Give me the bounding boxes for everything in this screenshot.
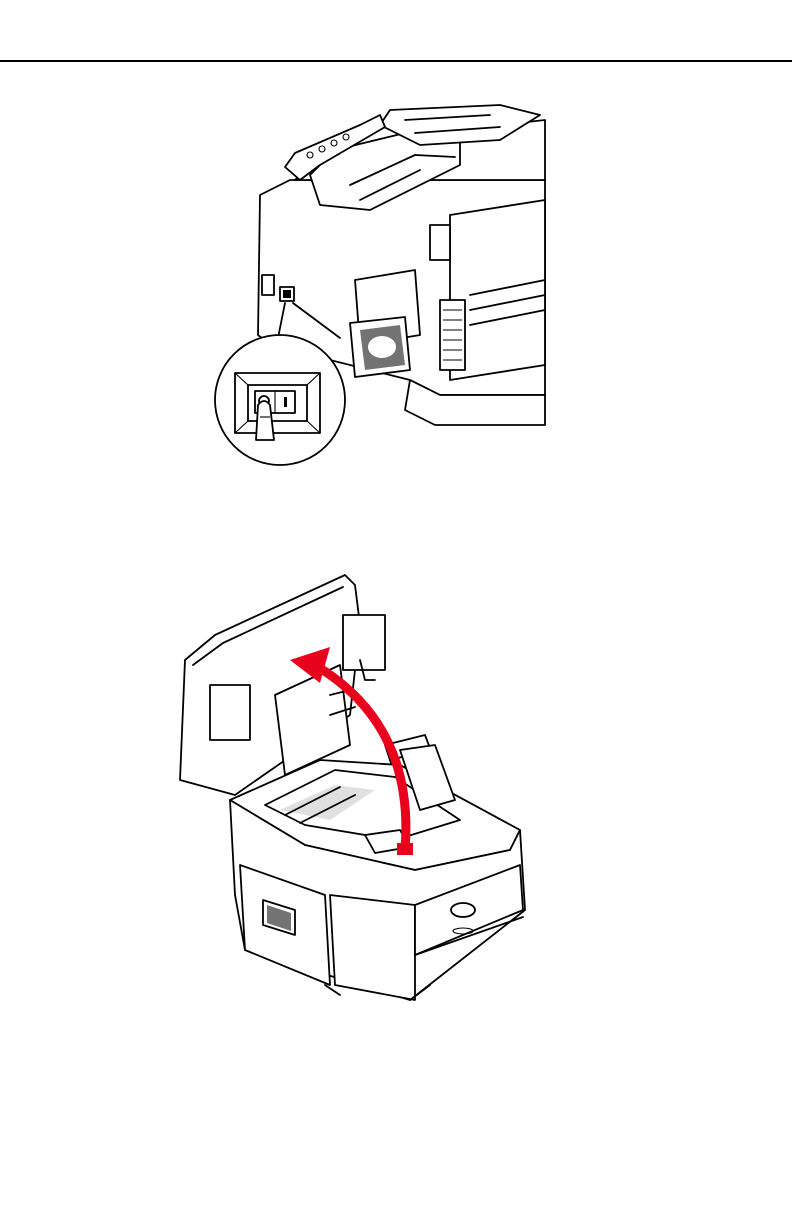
open-scanner-illustration	[165, 565, 545, 1010]
header-rule	[0, 60, 792, 62]
power-switch-illustration	[200, 95, 560, 475]
